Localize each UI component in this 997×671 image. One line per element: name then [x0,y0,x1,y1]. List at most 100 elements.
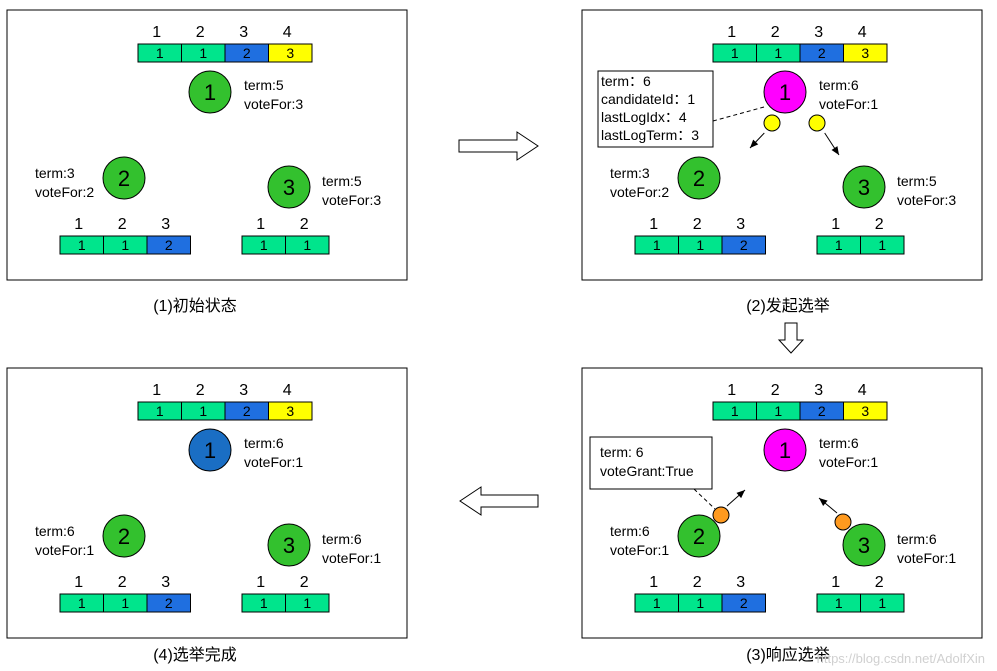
vote-request-packet [808,114,826,132]
arrow-right-flow [458,131,539,161]
right-node-id: 3 [858,533,870,558]
leader-log-cell [268,43,313,63]
right-state-text: voteFor:3 [322,192,381,208]
arrow-down-flow [777,322,805,354]
panel-caption: (1)初始状态 [153,297,237,315]
left-node-circle [102,156,146,200]
left-log-cell [721,593,766,613]
left-log-index: 2 [693,574,702,591]
left-node-circle [677,514,721,558]
left-log-term: 2 [740,237,748,253]
leader-log-cell [268,401,313,421]
right-node-id: 3 [283,175,295,200]
right-log-cell [285,593,330,613]
leader-log-index: 1 [727,24,736,41]
leader-log-index: 2 [771,382,780,399]
left-state-text: voteFor:2 [35,184,94,200]
right-state-text: term:6 [322,531,362,547]
right-log-cell [285,235,330,255]
vote-response-message-box [589,436,713,490]
vote-response-packet [834,513,852,531]
right-log-term: 1 [878,237,886,253]
leader-state-text: term:6 [819,435,859,451]
leader-log-index: 1 [727,382,736,399]
leader-log-term: 3 [286,45,294,61]
left-log-term: 2 [165,595,173,611]
leader-log-term: 3 [286,403,294,419]
left-log-cell [146,593,191,613]
leader-log-cell [843,401,888,421]
left-node-circle [677,156,721,200]
left-log-index: 1 [74,574,83,591]
arrow-head-icon [750,139,759,148]
right-log-index: 2 [300,574,309,591]
vote-response-packet [712,506,730,524]
right-state-text: term:5 [897,173,937,189]
panel-caption: (3)响应选举 [746,645,830,664]
leader-node-circle [763,428,807,472]
left-log-term: 1 [653,595,661,611]
right-state-text: term:5 [322,173,362,189]
right-log-term: 1 [303,595,311,611]
right-log-index: 2 [875,574,884,591]
left-state-text: voteFor:1 [610,542,669,558]
leader-log-index: 2 [771,24,780,41]
left-node-id: 2 [693,524,705,549]
right-log-cell [860,235,905,255]
right-node-circle [267,165,311,209]
leader-log-index: 3 [239,24,248,41]
panel-caption: (4)选举完成 [153,646,237,664]
watermark: https://blog.csdn.net/AdolfXin [817,651,985,666]
panel-caption: (2)发起选举 [746,297,830,315]
leader-state-text: voteFor:1 [819,96,878,112]
right-log-term: 1 [260,595,268,611]
leader-node-circle [763,70,807,114]
left-log-term: 2 [740,595,748,611]
left-node-id: 2 [118,524,130,549]
left-log-cell [721,235,766,255]
left-state-text: voteFor:1 [35,542,94,558]
leader-log-term: 1 [774,403,782,419]
leader-log-term: 1 [199,403,207,419]
leader-log-index: 4 [858,24,867,41]
right-node-circle [267,523,311,567]
leader-log-term: 2 [818,45,826,61]
right-log-cell [860,593,905,613]
message-connector [693,488,716,510]
leader-state-text: voteFor:3 [244,96,303,112]
left-log-term: 1 [696,595,704,611]
left-log-term: 1 [121,237,129,253]
left-log-term: 1 [653,237,661,253]
leader-log-term: 2 [243,403,251,419]
message-connector [712,106,765,122]
arrow-head-icon [831,146,839,155]
left-node-id: 2 [693,166,705,191]
arrow-left-flow [459,486,539,516]
leader-node-id: 1 [204,80,216,105]
vote-request-packet [763,114,781,132]
left-log-term: 1 [121,595,129,611]
leader-log-index: 2 [196,382,205,399]
right-log-term: 1 [835,237,843,253]
right-log-index: 1 [256,574,265,591]
left-log-index: 1 [74,216,83,233]
right-log-term: 1 [260,237,268,253]
left-log-index: 1 [649,216,658,233]
left-state-text: term:6 [35,523,75,539]
right-state-text: voteFor:1 [897,550,956,566]
leader-log-term: 3 [861,403,869,419]
left-node-id: 2 [118,166,130,191]
leader-log-index: 4 [283,24,292,41]
leader-state-text: voteFor:1 [244,454,303,470]
left-log-cell [146,235,191,255]
left-log-index: 3 [161,216,170,233]
right-log-index: 1 [256,216,265,233]
vote-response-field: term: 6 [600,444,644,460]
leader-log-term: 2 [818,403,826,419]
leader-state-text: term:6 [819,77,859,93]
leader-log-cell [843,43,888,63]
leader-log-index: 3 [239,382,248,399]
